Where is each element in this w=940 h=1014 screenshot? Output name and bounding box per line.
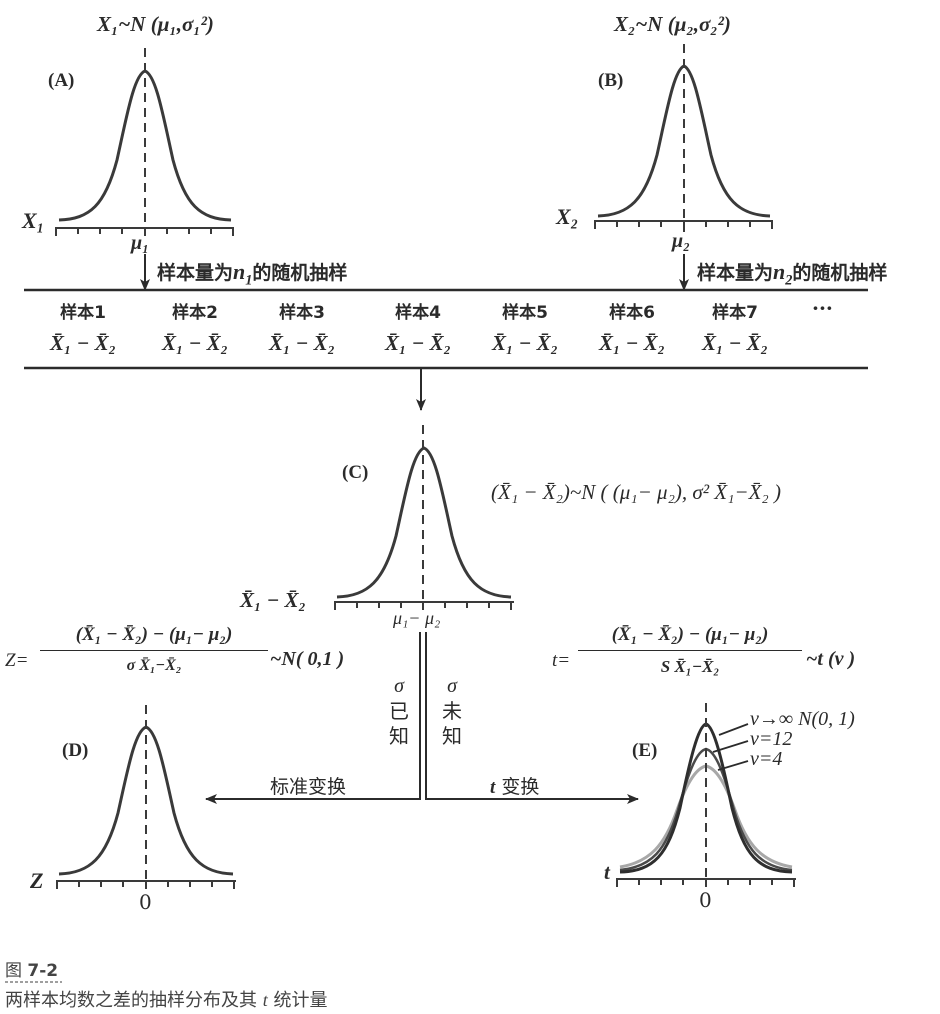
panel-a-axis-var: X₁ (22, 208, 45, 233)
sample-diff: X̄₁ − X̄₂ (269, 331, 335, 355)
sample-name: 样本2 (172, 303, 218, 323)
panel-d-center-label: 0 (139, 890, 152, 914)
t-transform-label: t 变换 (490, 772, 539, 799)
panel-a-distribution: X₁~N (μ₁,σ₁²) (97, 12, 214, 36)
sample-diff: X̄₁ − X̄₂ (385, 331, 451, 355)
sample-diff: X̄₁ − X̄₂ (599, 331, 665, 355)
caption-title-pre: 两样本均数之差的抽样分布及其 (5, 990, 257, 1011)
sample-diff: X̄₁ − X̄₂ (50, 331, 116, 355)
t-numerator: (X̄₁ − X̄₂) − (μ₁− μ₂) (611, 624, 769, 645)
sampling-left-pre: 样本量为 (157, 262, 234, 284)
known-char-2: 知 (389, 724, 409, 748)
figure-number: 图 7-2 (5, 956, 58, 981)
unknown-char-2: 知 (442, 724, 462, 748)
panel-a-curve (55, 48, 234, 236)
panel-a-center-label: μ₁ (131, 232, 150, 254)
branch-lines (205, 632, 639, 804)
fraction-bar (40, 650, 268, 651)
figure-number-value: 7-2 (27, 961, 59, 981)
n-symbol: n (233, 259, 246, 284)
panel-e-axis-var: t (604, 860, 610, 884)
z-formula-fraction: (X̄₁ − X̄₂) − (μ₁− μ₂) σ X̄₁−X̄₂ (40, 624, 268, 675)
panel-d-curve (56, 705, 236, 889)
panel-c-center-label: μ₁− μ₂ (393, 608, 441, 628)
legend-nu-12: ν=12 (750, 728, 793, 750)
sample-name: 样本5 (502, 303, 548, 323)
panel-a-label: (A) (48, 70, 75, 91)
panel-d-label: (D) (62, 740, 89, 761)
sampling-right-n: n2 (773, 259, 792, 288)
sample-diff: X̄₁ − X̄₂ (162, 331, 228, 355)
sampling-right-post: 的随机抽样 (792, 262, 888, 284)
n-subscript: 2 (785, 272, 793, 289)
known-char-1: 已 (389, 699, 409, 723)
panel-b-center-label: μ₂ (672, 230, 691, 252)
sample-item-7: 样本7 X̄₁ − X̄₂ (685, 298, 785, 356)
sampling-left-n: n1 (233, 259, 252, 288)
caption-title-post: 统计量 (273, 990, 328, 1011)
z-formula-lhs: Z= (5, 650, 29, 671)
sample-diff: X̄₁ − X̄₂ (492, 331, 558, 355)
standard-transform-label: 标准变换 (270, 776, 347, 798)
t-symbol: t (490, 777, 496, 798)
sampling-label-right: 样本量为n2的随机抽样 (697, 258, 887, 289)
panel-c-label: (C) (342, 462, 369, 483)
legend-normal: ν→∞ N(0, 1) (750, 708, 855, 730)
sample-name: 样本3 (279, 303, 325, 323)
n-symbol: n (773, 259, 786, 284)
legend-nu-4: ν=4 (750, 748, 783, 770)
z-formula-rhs: ~N( 0,1 ) (270, 648, 345, 670)
branch-sigma-unknown: σ 未 知 (440, 674, 464, 749)
sample-item-3: 样本3 X̄₁ − X̄₂ (252, 298, 352, 356)
figure-prefix: 图 (5, 961, 22, 981)
sample-diff: X̄₁ − X̄₂ (702, 331, 768, 355)
panel-b-distribution: X₂~N (μ₂,σ₂²) (614, 12, 731, 36)
fraction-bar (578, 650, 802, 651)
panel-c-axis-var: X̄₁ − X̄₂ (240, 588, 306, 612)
sample-item-2: 样本2 X̄₁ − X̄₂ (145, 298, 245, 356)
z-denominator: σ X̄₁−X̄₂ (126, 657, 182, 674)
sampling-left-post: 的随机抽样 (252, 262, 348, 284)
n-subscript: 1 (245, 272, 253, 289)
sample-name: 样本7 (712, 303, 758, 323)
panel-b-axis-var: X₂ (556, 204, 579, 229)
panel-c-curve (334, 425, 514, 610)
sample-name: 样本6 (609, 303, 655, 323)
sampling-label-left: 样本量为n1的随机抽样 (157, 258, 347, 289)
t-formula-rhs: ~t (ν ) (806, 648, 856, 670)
z-numerator: (X̄₁ − X̄₂) − (μ₁− μ₂) (75, 624, 233, 645)
samples-ellipsis: ··· (812, 296, 833, 320)
t-formula-fraction: (X̄₁ − X̄₂) − (μ₁− μ₂) S X̄₁−X̄₂ (578, 624, 802, 677)
t-formula-lhs: t= (552, 650, 571, 671)
panel-b-label: (B) (598, 70, 624, 91)
sampling-right-pre: 样本量为 (697, 262, 774, 284)
sample-item-5: 样本5 X̄₁ − X̄₂ (475, 298, 575, 356)
panel-d-axis-var: Z (30, 868, 44, 893)
panel-b-curve (594, 44, 773, 232)
branch-sigma-known: σ 已 知 (387, 674, 411, 749)
figure-caption: 两样本均数之差的抽样分布及其 t 统计量 (5, 986, 327, 1012)
sigma-symbol: σ (394, 675, 404, 697)
sample-name: 样本4 (395, 303, 441, 323)
t-denominator: S X̄₁−X̄₂ (660, 657, 720, 676)
panel-e-center-label: 0 (699, 888, 712, 912)
caption-t-symbol: t (262, 990, 268, 1010)
unknown-char-1: 未 (442, 699, 462, 723)
panel-e-label: (E) (632, 740, 658, 761)
sample-name: 样本1 (60, 303, 106, 323)
t-transform-text: 变换 (501, 776, 540, 798)
sample-item-6: 样本6 X̄₁ − X̄₂ (582, 298, 682, 356)
panel-e-curves (616, 703, 796, 887)
panel-c-distribution: (X̄₁ − X̄₂)~N ( (μ₁− μ₂), σ² X̄₁−X̄₂ ) (491, 480, 781, 504)
sample-item-1: 样本1 X̄₁ − X̄₂ (33, 298, 133, 356)
sample-item-4: 样本4 X̄₁ − X̄₂ (368, 298, 468, 356)
sigma-symbol: σ (447, 675, 457, 697)
